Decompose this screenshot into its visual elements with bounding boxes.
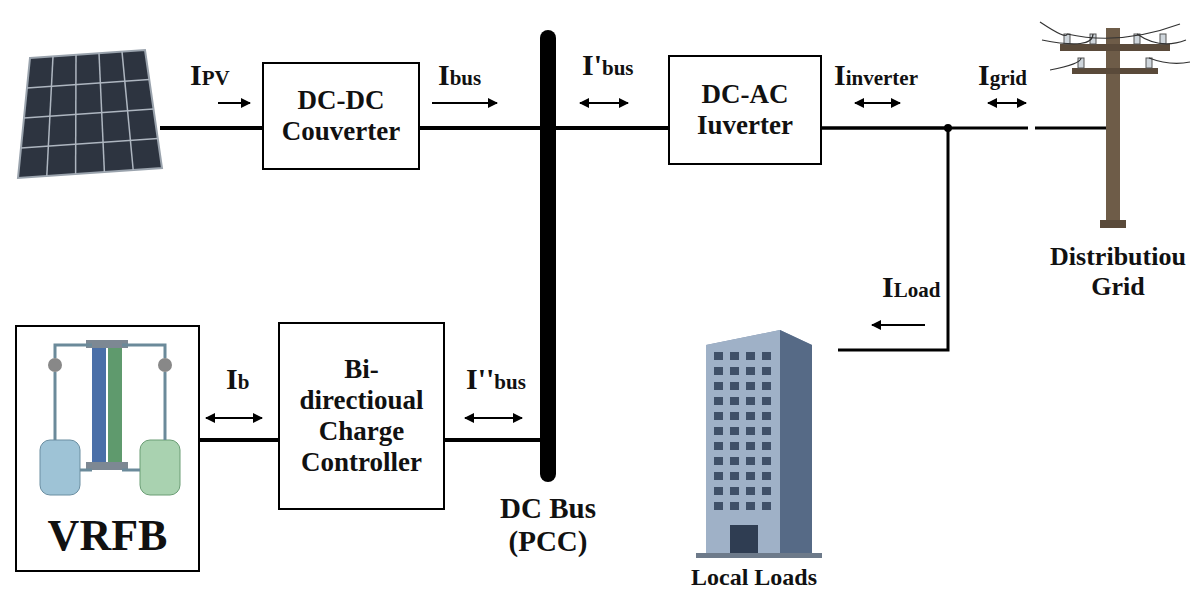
battery-box: VRFB (15, 325, 200, 572)
current-arrow (855, 102, 900, 104)
wire (556, 126, 668, 130)
current-label: Ib (226, 362, 249, 396)
current-label: I''bus (466, 362, 526, 396)
current-label: I'bus (582, 48, 634, 82)
current-arrow (206, 417, 262, 419)
wire (420, 126, 540, 130)
current-label: ILoad (882, 270, 940, 304)
node-label: DC-DC Couverter (270, 85, 412, 147)
current-arrow (432, 102, 497, 104)
connector (822, 103, 1028, 128)
current-label: Iinverter (834, 58, 918, 92)
connector (200, 418, 278, 440)
node-label: Bi- directioual Charge Controller (286, 354, 437, 478)
node-label: DC Bus (PCC) (478, 492, 618, 559)
controller-box: Bi- directioual Charge Controller (278, 322, 445, 510)
vrfb-illustration (40, 340, 180, 495)
grid-node: Distributiou Grid (1028, 10, 1202, 302)
current-arrow (465, 417, 522, 419)
current-arrow (988, 102, 1026, 104)
inverter-box: DC-AC Iuverter (668, 55, 822, 165)
node-label: Distributiou Grid (1028, 242, 1202, 302)
current-arrow (218, 102, 250, 104)
wire (200, 438, 278, 442)
utility-pole (1040, 22, 1190, 228)
load-node: Local Loads (670, 330, 838, 592)
pv-panel (18, 50, 162, 178)
pv-wire (160, 126, 262, 130)
connector (822, 128, 948, 350)
connector (445, 418, 540, 440)
converter-box: DC-DC Couverter (262, 62, 420, 170)
current-arrow (580, 102, 628, 104)
grid-wire (1035, 127, 1112, 130)
connector (556, 103, 668, 128)
current-label: Igrid (978, 58, 1027, 92)
dc-bus-bar: DC Bus (PCC) (540, 30, 556, 482)
node-label: VRFB (48, 511, 168, 564)
wire (445, 438, 540, 442)
wire (822, 128, 948, 350)
building-icon (696, 330, 822, 558)
current-label: Ibus (438, 58, 481, 92)
node-label: DC-AC Iuverter (676, 79, 814, 141)
current-arrow (872, 324, 925, 326)
node-label: Local Loads (691, 564, 817, 592)
current-label: IPV (190, 58, 230, 92)
connector (420, 103, 540, 128)
